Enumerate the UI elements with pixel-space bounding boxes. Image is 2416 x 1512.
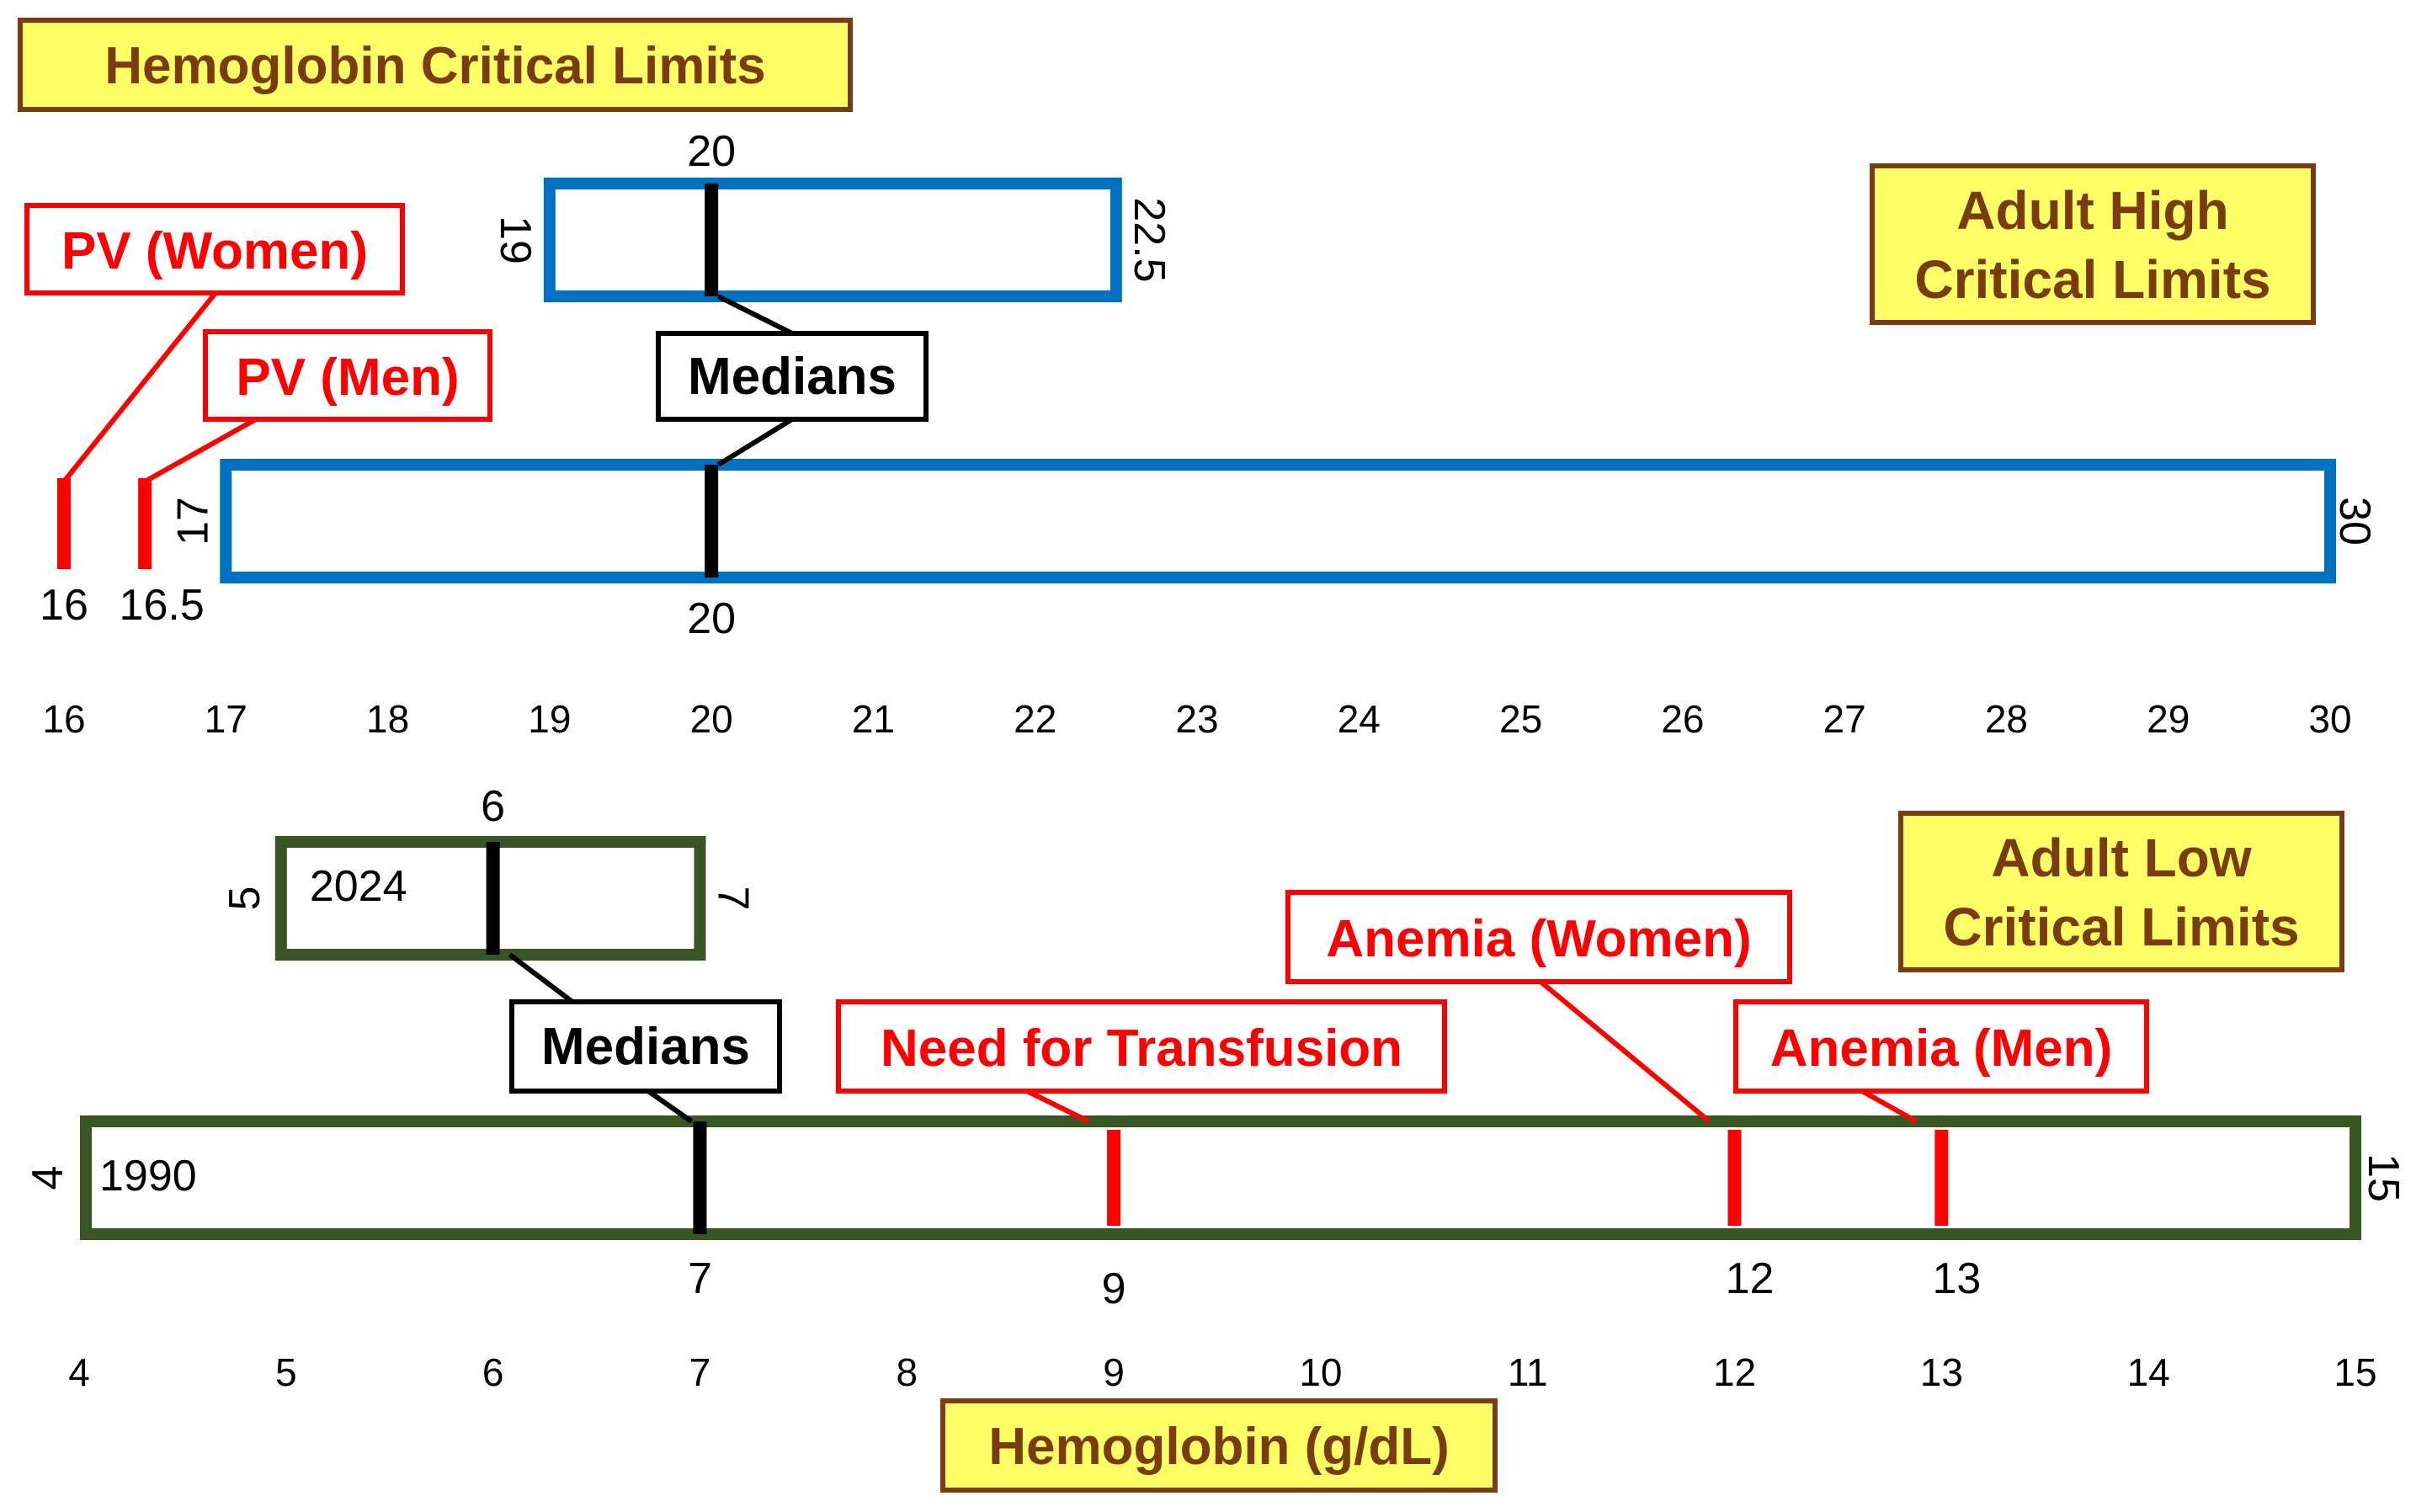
high-axis-tick-label: 29 — [2147, 697, 2190, 741]
high-axis-tick-label: 17 — [205, 697, 247, 741]
high-axis-tick-label: 18 — [366, 697, 409, 741]
low-marker-connector — [1860, 1089, 1918, 1124]
low-medians-connector-lower — [647, 1089, 694, 1124]
low-marker-value-label: 12 — [1726, 1254, 1775, 1303]
low-lower-min-label: 4 — [24, 1166, 72, 1190]
low-marker-label: Anemia (Women) — [1326, 910, 1751, 968]
high-markers: PV (Women) 16 PV (Men) 16.5 — [24, 203, 492, 630]
low-marker-connector — [1539, 979, 1711, 1124]
low-panel-title-line2: Critical Limits — [1943, 897, 2299, 957]
low-marker-label: Anemia (Men) — [1770, 1020, 2112, 1078]
high-medians-callout-frame — [656, 331, 929, 422]
low-marker-value-label: 9 — [1102, 1264, 1126, 1313]
high-panel-title-line1: Adult High — [1956, 180, 2228, 241]
high-marker-label: PV (Men) — [236, 349, 459, 407]
high-axis-tick-label: 25 — [1499, 697, 1542, 741]
high-panel-title-line2: Critical Limits — [1914, 249, 2270, 310]
low-lower-median-label: 7 — [688, 1254, 712, 1303]
low-axis-tick-label: 11 — [1508, 1350, 1548, 1394]
high-axis-ticks: 16 17 18 19 20 21 22 23 24 25 26 27 28 29 30 — [42, 697, 2351, 741]
low-axis-tick-label: 4 — [68, 1350, 90, 1394]
high-axis-tick-label: 21 — [852, 697, 895, 741]
high-marker-callout-frame — [24, 203, 405, 295]
low-marker: Anemia (Women) 12 — [1285, 890, 1792, 1303]
low-panel-title-line1: Adult Low — [1991, 828, 2251, 888]
low-medians-callout-frame — [509, 999, 782, 1094]
high-marker-callout-frame — [203, 329, 492, 422]
low-marker: Need for Transfusion 9 — [836, 999, 1447, 1313]
low-upper-max-label: 7 — [708, 886, 757, 911]
high-axis-tick-label: 22 — [1014, 697, 1056, 741]
high-axis-tick-label: 23 — [1175, 697, 1218, 741]
low-upper-year-label: 2024 — [310, 862, 407, 911]
low-medians-connector-upper — [508, 952, 574, 1004]
high-panel-title-frame — [1870, 163, 2316, 325]
high-upper-median-label: 20 — [687, 127, 736, 176]
high-lower-max-label: 30 — [2330, 497, 2379, 546]
high-marker: PV (Men) 16.5 — [120, 329, 492, 630]
low-axis-tick-label: 14 — [2127, 1350, 2170, 1394]
low-marker-label: Need for Transfusion — [881, 1020, 1402, 1078]
high-panel-title-box: Adult High Critical Limits — [1870, 163, 2316, 325]
low-axis-tick-label: 9 — [1103, 1350, 1125, 1394]
low-axis-tick-label: 12 — [1713, 1350, 1756, 1394]
high-axis-tick-label: 19 — [528, 697, 571, 741]
low-lower-max-label: 15 — [2359, 1153, 2408, 1202]
low-axis-tick-label: 7 — [689, 1350, 711, 1394]
low-panel: 4 5 6 7 8 9 10 11 12 13 14 15 2024 6 5 7 1990 7 4 1… — [24, 782, 2408, 1394]
low-lower-range-box — [80, 1115, 2361, 1240]
low-axis-tick-label: 5 — [275, 1350, 297, 1394]
high-marker: PV (Women) 16 — [24, 203, 405, 630]
high-axis-tick-label: 28 — [1985, 697, 2028, 741]
low-axis-tick-label: 15 — [2334, 1350, 2376, 1394]
low-upper-median-label: 6 — [481, 782, 505, 831]
low-marker-callout-frame — [1285, 890, 1792, 984]
low-axis-tick-label: 13 — [1920, 1350, 1963, 1394]
x-axis-title-box: Hemoglobin (g/dL) — [940, 1398, 1498, 1493]
high-lower-median-label: 20 — [687, 594, 736, 643]
title-box: Hemoglobin Critical Limits — [18, 18, 853, 112]
high-axis-tick-label: 30 — [2308, 697, 2351, 741]
high-upper-range-box — [543, 178, 1122, 302]
high-lower-range-box — [220, 459, 2337, 583]
low-marker-connector — [1025, 1089, 1090, 1124]
high-axis-tick-label: 27 — [1823, 697, 1866, 741]
low-lower-year-label: 1990 — [99, 1152, 197, 1201]
high-axis-tick-label: 20 — [690, 697, 733, 741]
low-upper-min-label: 5 — [221, 886, 269, 911]
high-panel: 16 17 18 19 20 21 22 23 24 25 26 27 28 29 30 20 19 22.… — [24, 127, 2379, 741]
high-marker-connector — [61, 291, 218, 483]
low-marker: Anemia (Men) 13 — [1733, 999, 2149, 1303]
title-box-frame — [18, 18, 853, 112]
high-medians-connector-upper — [716, 294, 794, 336]
low-axis-tick-label: 6 — [482, 1350, 504, 1394]
high-medians-connector-lower — [716, 417, 794, 467]
low-panel-title-box: Adult Low Critical Limits — [1898, 811, 2344, 972]
high-lower-min-label: 17 — [168, 497, 217, 546]
high-axis-tick-label: 16 — [42, 697, 85, 741]
low-axis-tick-label: 8 — [896, 1350, 918, 1394]
high-marker-label: PV (Women) — [61, 222, 368, 280]
high-upper-max-label: 22.5 — [1125, 197, 1173, 282]
high-marker-connector — [143, 417, 258, 484]
x-axis-title-frame — [940, 1398, 1498, 1493]
low-axis-ticks: 4 5 6 7 8 9 10 11 12 13 14 15 — [68, 1350, 2376, 1394]
low-panel-title-frame — [1898, 811, 2344, 972]
low-axis-tick-label: 10 — [1299, 1350, 1342, 1394]
low-marker-callout-frame — [1733, 999, 2149, 1094]
high-axis-tick-label: 26 — [1661, 697, 1704, 741]
high-axis-tick-label: 24 — [1338, 697, 1381, 741]
x-axis-title: Hemoglobin (g/dL) — [988, 1418, 1450, 1476]
high-medians-callout-label: Medians — [688, 348, 897, 406]
low-medians-callout-label: Medians — [541, 1018, 750, 1076]
high-marker-value-label: 16.5 — [120, 581, 205, 630]
low-marker-callout-frame — [836, 999, 1447, 1094]
high-upper-min-label: 19 — [491, 216, 540, 264]
diagram-title: Hemoglobin Critical Limits — [104, 37, 765, 95]
high-marker-value-label: 16 — [40, 581, 88, 630]
low-marker-value-label: 13 — [1932, 1254, 1981, 1303]
